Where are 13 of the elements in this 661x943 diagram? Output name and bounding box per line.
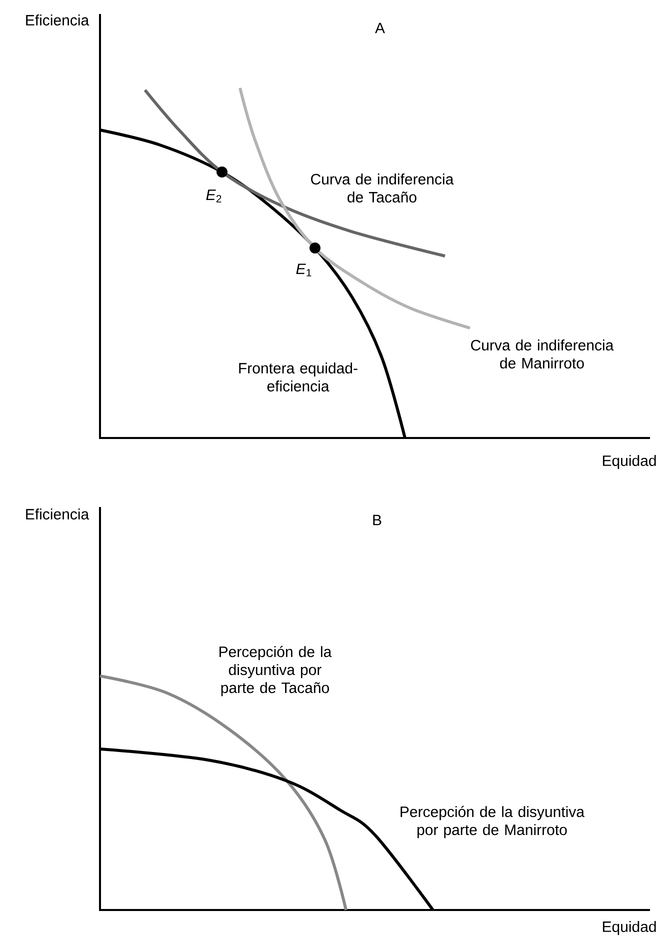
panel-label: A [375, 22, 385, 34]
point-label: E$_{2}$ [206, 190, 222, 202]
axis-label: Equidad [602, 921, 656, 935]
curve-label: Frontera equidad-eficiencia [239, 362, 358, 392]
curve-label: Percepción de la disyuntiva por parte de Manirroto [400, 806, 584, 838]
curve-label: Curva de indiferencia de Manirroto [471, 340, 614, 368]
axis-label: Eficiencia [26, 508, 90, 520]
panel-label: B [373, 514, 382, 526]
curve-label: Curva de indiferencia de Tacaño [311, 174, 454, 203]
axis-label: Eficiencia [26, 14, 90, 26]
point-label: E$_{1}$ [296, 264, 312, 276]
axis-label: Equidad [602, 455, 656, 469]
curve-label: Percepción de la disyuntiva por parte de Tacaño [220, 646, 332, 696]
